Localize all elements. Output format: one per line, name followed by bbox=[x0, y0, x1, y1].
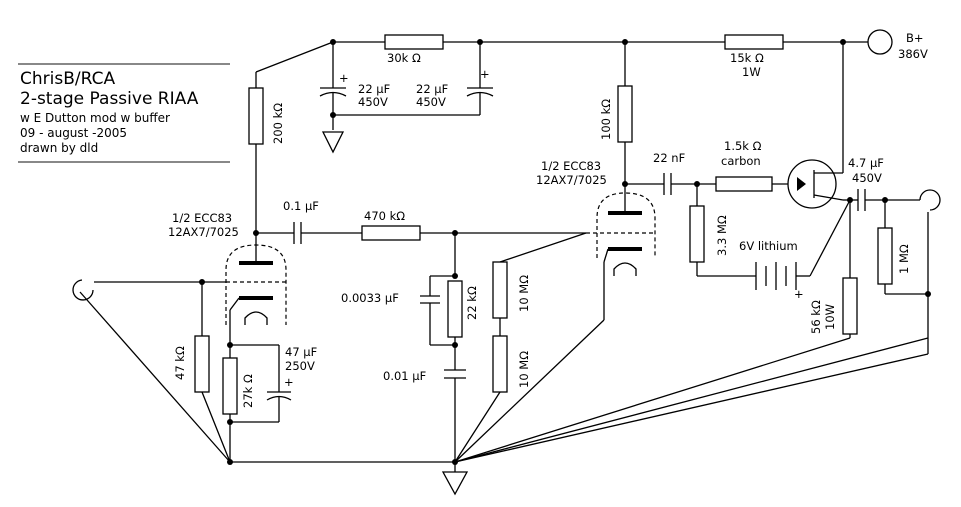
resistor-27k bbox=[222, 357, 238, 415]
stage1-cathode-network: 47 kΩ 27k Ω + 47 µF 250V bbox=[173, 282, 317, 465]
title-line-4: 09 - august -2005 bbox=[20, 126, 127, 140]
label-r-1k5-type: carbon bbox=[721, 154, 761, 168]
label-battery: 6V lithium bbox=[739, 239, 798, 253]
resistor-100k bbox=[617, 85, 633, 143]
riaa-network: 0.0033 µF 22 kΩ 0.01 µF bbox=[341, 233, 479, 462]
grid-leak-chain: 10 MΩ 10 MΩ bbox=[454, 232, 587, 463]
ground-symbol-bottom bbox=[441, 471, 469, 496]
label-c-47u-out-voltage: 450V bbox=[852, 171, 882, 185]
filter-capacitors: + 22 µF 450V + 22 µF 450V bbox=[319, 42, 494, 154]
label-r-30k: 30k Ω bbox=[387, 51, 421, 65]
label-c-47u-cathode: 47 µF bbox=[285, 345, 317, 359]
label-b-plus-voltage: 386V bbox=[898, 47, 928, 61]
label-c-001u: 0.01 µF bbox=[383, 369, 426, 383]
label-r-10M-lower: 10 MΩ bbox=[517, 351, 531, 388]
label-r-56k: 56 kΩ bbox=[809, 300, 823, 334]
label-c-22u-a: 22 µF bbox=[358, 82, 390, 96]
resistor-56k bbox=[842, 277, 858, 335]
title-line-2: 2-stage Passive RIAA bbox=[20, 89, 199, 109]
label-r-15k-power: 1W bbox=[742, 65, 761, 79]
label-plus-b: + bbox=[480, 67, 490, 81]
title-line-5: drawn by dld bbox=[20, 141, 98, 155]
resistor-10M-lower bbox=[492, 335, 508, 393]
b-plus-terminal bbox=[867, 29, 893, 55]
label-c-47u-cathode-voltage: 250V bbox=[285, 359, 315, 373]
tube2-envelope bbox=[596, 192, 656, 258]
mosfet-follower bbox=[787, 159, 837, 209]
label-plus-c: + bbox=[284, 375, 294, 389]
label-r-3M3: 3.3 MΩ bbox=[715, 215, 729, 256]
label-tube1-alt: 12AX7/7025 bbox=[168, 225, 239, 239]
label-r-10M-upper: 10 MΩ bbox=[517, 275, 531, 312]
label-c-22u-a-voltage: 450V bbox=[358, 95, 388, 109]
label-c-22u-b: 22 µF bbox=[416, 82, 448, 96]
resistor-1M bbox=[877, 227, 893, 285]
resistor-22k bbox=[447, 280, 463, 338]
resistor-470k bbox=[361, 225, 421, 241]
bias-network: 3.3 MΩ 6V lithium + bbox=[689, 184, 851, 301]
resistor-15k bbox=[724, 34, 784, 50]
label-r-1k5: 1.5k Ω bbox=[724, 139, 762, 153]
tube2-heater bbox=[613, 262, 637, 276]
label-r-15k: 15k Ω bbox=[730, 51, 764, 65]
label-tube2-alt: 12AX7/7025 bbox=[536, 173, 607, 187]
output-section: 4.7 µF 450V 1 MΩ 56 kΩ 10W bbox=[809, 156, 941, 354]
label-r-1M: 1 MΩ bbox=[897, 244, 911, 274]
b-plus-rail: 30k Ω 15k Ω 1W B+ 386V bbox=[255, 29, 928, 79]
title-line-3: w E Dutton mod w buffer bbox=[20, 111, 170, 125]
title-line-1: ChrisB/RCA bbox=[20, 69, 115, 89]
label-plus-a: + bbox=[339, 71, 349, 85]
buffer-stage: 22 nF 1.5k Ω carbon bbox=[625, 42, 844, 209]
label-c-22u-b-voltage: 450V bbox=[416, 95, 446, 109]
label-tube1-type: 1/2 ECC83 bbox=[172, 211, 232, 225]
tube1-heater bbox=[244, 311, 268, 325]
label-r-470k: 470 kΩ bbox=[364, 209, 405, 223]
label-c-01u: 0.1 µF bbox=[283, 199, 319, 213]
resistor-30k bbox=[384, 34, 444, 50]
stage2-plate-load: 100 kΩ bbox=[599, 42, 633, 213]
label-r-200k: 200 kΩ bbox=[271, 103, 285, 144]
input-jack-connector bbox=[72, 279, 94, 301]
ground-symbol-top bbox=[321, 131, 345, 154]
label-r-47k: 47 kΩ bbox=[173, 346, 187, 380]
title-block: ChrisB/RCA 2-stage Passive RIAA w E Dutt… bbox=[18, 63, 230, 163]
label-b-plus: B+ bbox=[906, 31, 924, 45]
label-r-56k-power: 10W bbox=[823, 304, 837, 330]
resistor-1k5 bbox=[715, 176, 773, 192]
label-r-27k: 27k Ω bbox=[241, 374, 255, 408]
tube-stage-1: 1/2 ECC83 12AX7/7025 bbox=[168, 211, 287, 345]
label-c-47u-out: 4.7 µF bbox=[848, 156, 884, 170]
resistor-3M3 bbox=[689, 205, 705, 263]
resistor-10M-upper bbox=[492, 261, 508, 319]
label-r-22k: 22 kΩ bbox=[465, 286, 479, 320]
ground-bus bbox=[230, 319, 929, 496]
tube-stage-2: 1/2 ECC83 12AX7/7025 bbox=[536, 159, 656, 320]
input-jack bbox=[72, 279, 231, 463]
stage1-plate-load: 200 kΩ bbox=[248, 72, 285, 263]
mosfet-gate-arrow bbox=[797, 177, 806, 191]
tube1-envelope bbox=[225, 244, 287, 325]
label-r-100k: 100 kΩ bbox=[599, 99, 613, 140]
label-c-22n: 22 nF bbox=[653, 151, 685, 165]
label-tube2-type: 1/2 ECC83 bbox=[541, 159, 601, 173]
coupling-network: 0.1 µF 470 kΩ bbox=[256, 199, 586, 244]
label-plus-battery: + bbox=[794, 287, 804, 301]
resistor-200k bbox=[248, 87, 264, 145]
output-jack-connector bbox=[919, 189, 941, 211]
resistor-47k bbox=[194, 335, 210, 393]
label-c-0033u: 0.0033 µF bbox=[341, 291, 399, 305]
